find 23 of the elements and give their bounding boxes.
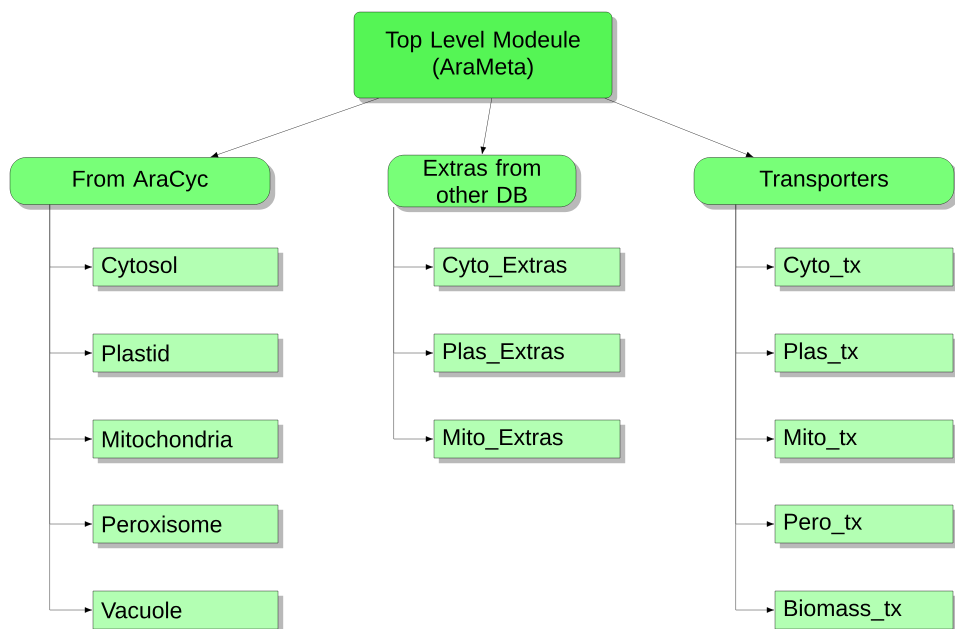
module-box: Biomass_tx	[774, 590, 954, 629]
arrow	[210, 98, 379, 158]
group-box: Extras from other DB	[388, 154, 576, 208]
arrow	[480, 98, 492, 154]
group-box: Transporters	[694, 157, 954, 205]
module-box: Mito_tx	[774, 420, 954, 458]
arrow	[394, 206, 434, 442]
module-box: Cyto_tx	[774, 248, 954, 286]
module-box: Plas_Extras	[434, 334, 620, 372]
module-box: Cyto_Extras	[434, 248, 620, 286]
module-box: Plas_tx	[774, 334, 954, 372]
module-box: Mitochondria	[92, 420, 278, 458]
arrow	[736, 204, 774, 613]
arrow	[50, 204, 92, 613]
module-box: Peroxisome	[92, 504, 278, 544]
module-box: Pero_tx	[774, 504, 954, 544]
module-box: Plastid	[92, 334, 278, 372]
arrow	[604, 98, 754, 158]
module-box: Top Level Modeule (AraMeta)	[354, 12, 612, 98]
module-box: Cytosol	[92, 248, 278, 286]
group-box: From AraCyc	[10, 157, 270, 205]
module-box: Vacuole	[92, 590, 278, 629]
module-box: Mito_Extras	[434, 420, 620, 458]
